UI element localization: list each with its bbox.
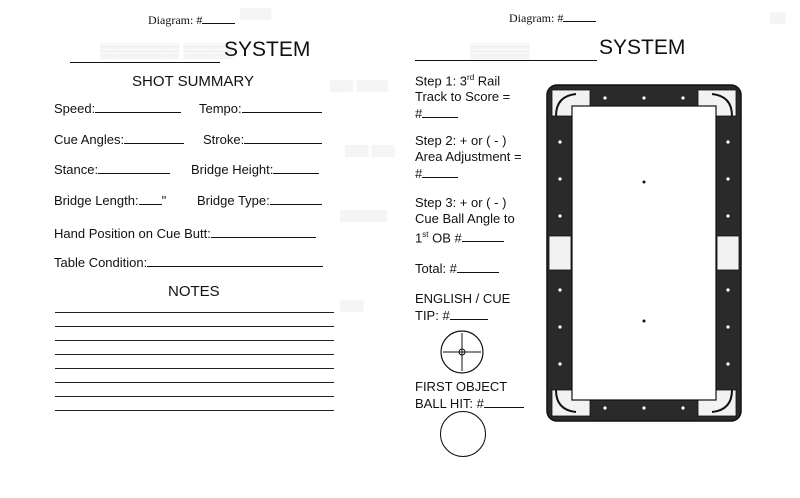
english-field: ENGLISH / CUE TIP: # bbox=[415, 291, 510, 324]
cue-angles-field: Cue Angles: bbox=[54, 131, 185, 147]
diagram-number-left: Diagram: # bbox=[148, 11, 236, 28]
total-blank[interactable] bbox=[456, 260, 499, 273]
object-ball-circle[interactable] bbox=[440, 411, 486, 457]
stance-field: Stance: bbox=[54, 161, 171, 177]
stroke-blank[interactable] bbox=[244, 131, 323, 144]
step-1-hash: # bbox=[415, 106, 423, 122]
step-3: Step 3: + or ( - ) Cue Ball Angle to 1st… bbox=[415, 195, 515, 246]
bleed-through-text: ▒▒▒ ▒▒▒ bbox=[345, 145, 395, 157]
note-line[interactable] bbox=[55, 382, 334, 383]
note-line[interactable] bbox=[55, 410, 334, 411]
step-1-text: Step 1: 3 bbox=[415, 73, 468, 89]
bleed-through-text: ▒▒▒▒▒▒▒▒ ▒▒▒▒▒ bbox=[100, 42, 233, 58]
pool-table-diagram bbox=[546, 84, 742, 422]
system-title: SYSTEM bbox=[224, 38, 311, 61]
bleed-through-text: ▒▒▒▒▒▒ bbox=[470, 42, 530, 58]
diagram-number-right: Diagram: # bbox=[509, 9, 597, 26]
table-condition-label: Table Condition: bbox=[54, 255, 148, 270]
english-label: ENGLISH / CUE bbox=[415, 291, 511, 306]
note-line[interactable] bbox=[55, 312, 334, 313]
notes-heading: NOTES bbox=[168, 283, 220, 300]
bleed-through-text: ▒▒▒ ▒▒▒▒ bbox=[330, 80, 388, 92]
system-name-blank[interactable] bbox=[415, 42, 597, 61]
step-3-sup: st bbox=[422, 230, 429, 239]
hand-position-field: Hand Position on Cue Butt: bbox=[54, 225, 316, 241]
diagram-blank[interactable] bbox=[563, 9, 597, 22]
table-condition-field: Table Condition: bbox=[54, 254, 324, 270]
stroke-field: Stroke: bbox=[203, 131, 323, 147]
step-2: Step 2: + or ( - ) Area Adjustment = # bbox=[415, 133, 522, 182]
ball-hit-blank[interactable] bbox=[483, 395, 524, 408]
step-3-ob: OB # bbox=[428, 230, 462, 246]
bridge-length-field: Bridge Length: " bbox=[54, 192, 166, 208]
bridge-height-field: Bridge Height: bbox=[191, 161, 320, 177]
bridge-height-label: Bridge Height: bbox=[191, 162, 274, 177]
step-1-track: Track to Score = bbox=[415, 89, 511, 105]
bridge-length-blank[interactable] bbox=[138, 192, 162, 205]
ball-hit-label: BALL HIT: # bbox=[415, 396, 484, 411]
bridge-type-label: Bridge Type: bbox=[197, 193, 270, 208]
diagram-label: Diagram: # bbox=[148, 13, 203, 27]
bridge-type-field: Bridge Type: bbox=[197, 192, 322, 208]
speed-blank[interactable] bbox=[95, 100, 182, 113]
step-1-sup: rd bbox=[467, 73, 475, 82]
step-1-blank[interactable] bbox=[422, 105, 459, 119]
bridge-length-label: Bridge Length: bbox=[54, 193, 139, 208]
tempo-blank[interactable] bbox=[241, 100, 322, 113]
tempo-label: Tempo: bbox=[199, 101, 242, 116]
cue-angles-blank[interactable] bbox=[124, 131, 185, 144]
bridge-height-blank[interactable] bbox=[273, 161, 320, 174]
step-3-angle: Cue Ball Angle to bbox=[415, 211, 515, 226]
hand-position-blank[interactable] bbox=[210, 225, 316, 238]
bleed-through-text: ▒▒ bbox=[770, 12, 786, 24]
bleed-through-text: ▒▒▒ bbox=[340, 300, 364, 312]
step-2-hash: # bbox=[415, 166, 423, 181]
diagram-label: Diagram: # bbox=[509, 11, 564, 25]
first-object-field: FIRST OBJECT BALL HIT: # bbox=[415, 379, 524, 412]
tempo-field: Tempo: bbox=[199, 100, 322, 116]
note-line[interactable] bbox=[55, 326, 334, 327]
tip-label: TIP: # bbox=[415, 308, 450, 323]
step-2-blank[interactable] bbox=[422, 165, 459, 178]
table-condition-blank[interactable] bbox=[147, 254, 324, 267]
bleed-through-text: ▒▒▒▒ bbox=[240, 8, 272, 20]
system-title: SYSTEM bbox=[599, 36, 686, 59]
cue-tip-target-icon[interactable] bbox=[438, 328, 486, 376]
speed-label: Speed: bbox=[54, 101, 96, 116]
note-line[interactable] bbox=[55, 368, 334, 369]
step-1-rail: Rail bbox=[474, 73, 501, 89]
total-label: Total: # bbox=[415, 261, 457, 276]
note-line[interactable] bbox=[55, 340, 334, 341]
bridge-type-blank[interactable] bbox=[269, 192, 322, 205]
shot-summary-heading: SHOT SUMMARY bbox=[132, 73, 254, 90]
step-2-area: Area Adjustment = bbox=[415, 149, 522, 164]
step-2-text: Step 2: + or ( - ) bbox=[415, 133, 507, 148]
stroke-label: Stroke: bbox=[203, 132, 245, 147]
speed-field: Speed: bbox=[54, 100, 182, 116]
cue-angles-label: Cue Angles: bbox=[54, 132, 125, 147]
inch-mark: " bbox=[161, 193, 167, 208]
total-field: Total: # bbox=[415, 260, 499, 277]
step-1: Step 1: 3rd Rail Track to Score = # bbox=[415, 70, 510, 122]
stance-blank[interactable] bbox=[98, 161, 171, 174]
step-3-text: Step 3: + or ( - ) bbox=[415, 195, 507, 210]
note-line[interactable] bbox=[55, 354, 334, 355]
stance-label: Stance: bbox=[54, 162, 99, 177]
hand-position-label: Hand Position on Cue Butt: bbox=[54, 226, 211, 241]
note-line[interactable] bbox=[55, 396, 334, 397]
step-3-blank[interactable] bbox=[461, 229, 504, 243]
first-object-label: FIRST OBJECT bbox=[415, 379, 508, 394]
system-name-blank[interactable] bbox=[70, 44, 220, 63]
tip-blank[interactable] bbox=[449, 307, 488, 320]
diagram-blank[interactable] bbox=[202, 11, 236, 24]
step-3-one: 1 bbox=[415, 230, 423, 246]
bleed-through-text: ▒▒▒▒▒▒ bbox=[340, 210, 387, 222]
